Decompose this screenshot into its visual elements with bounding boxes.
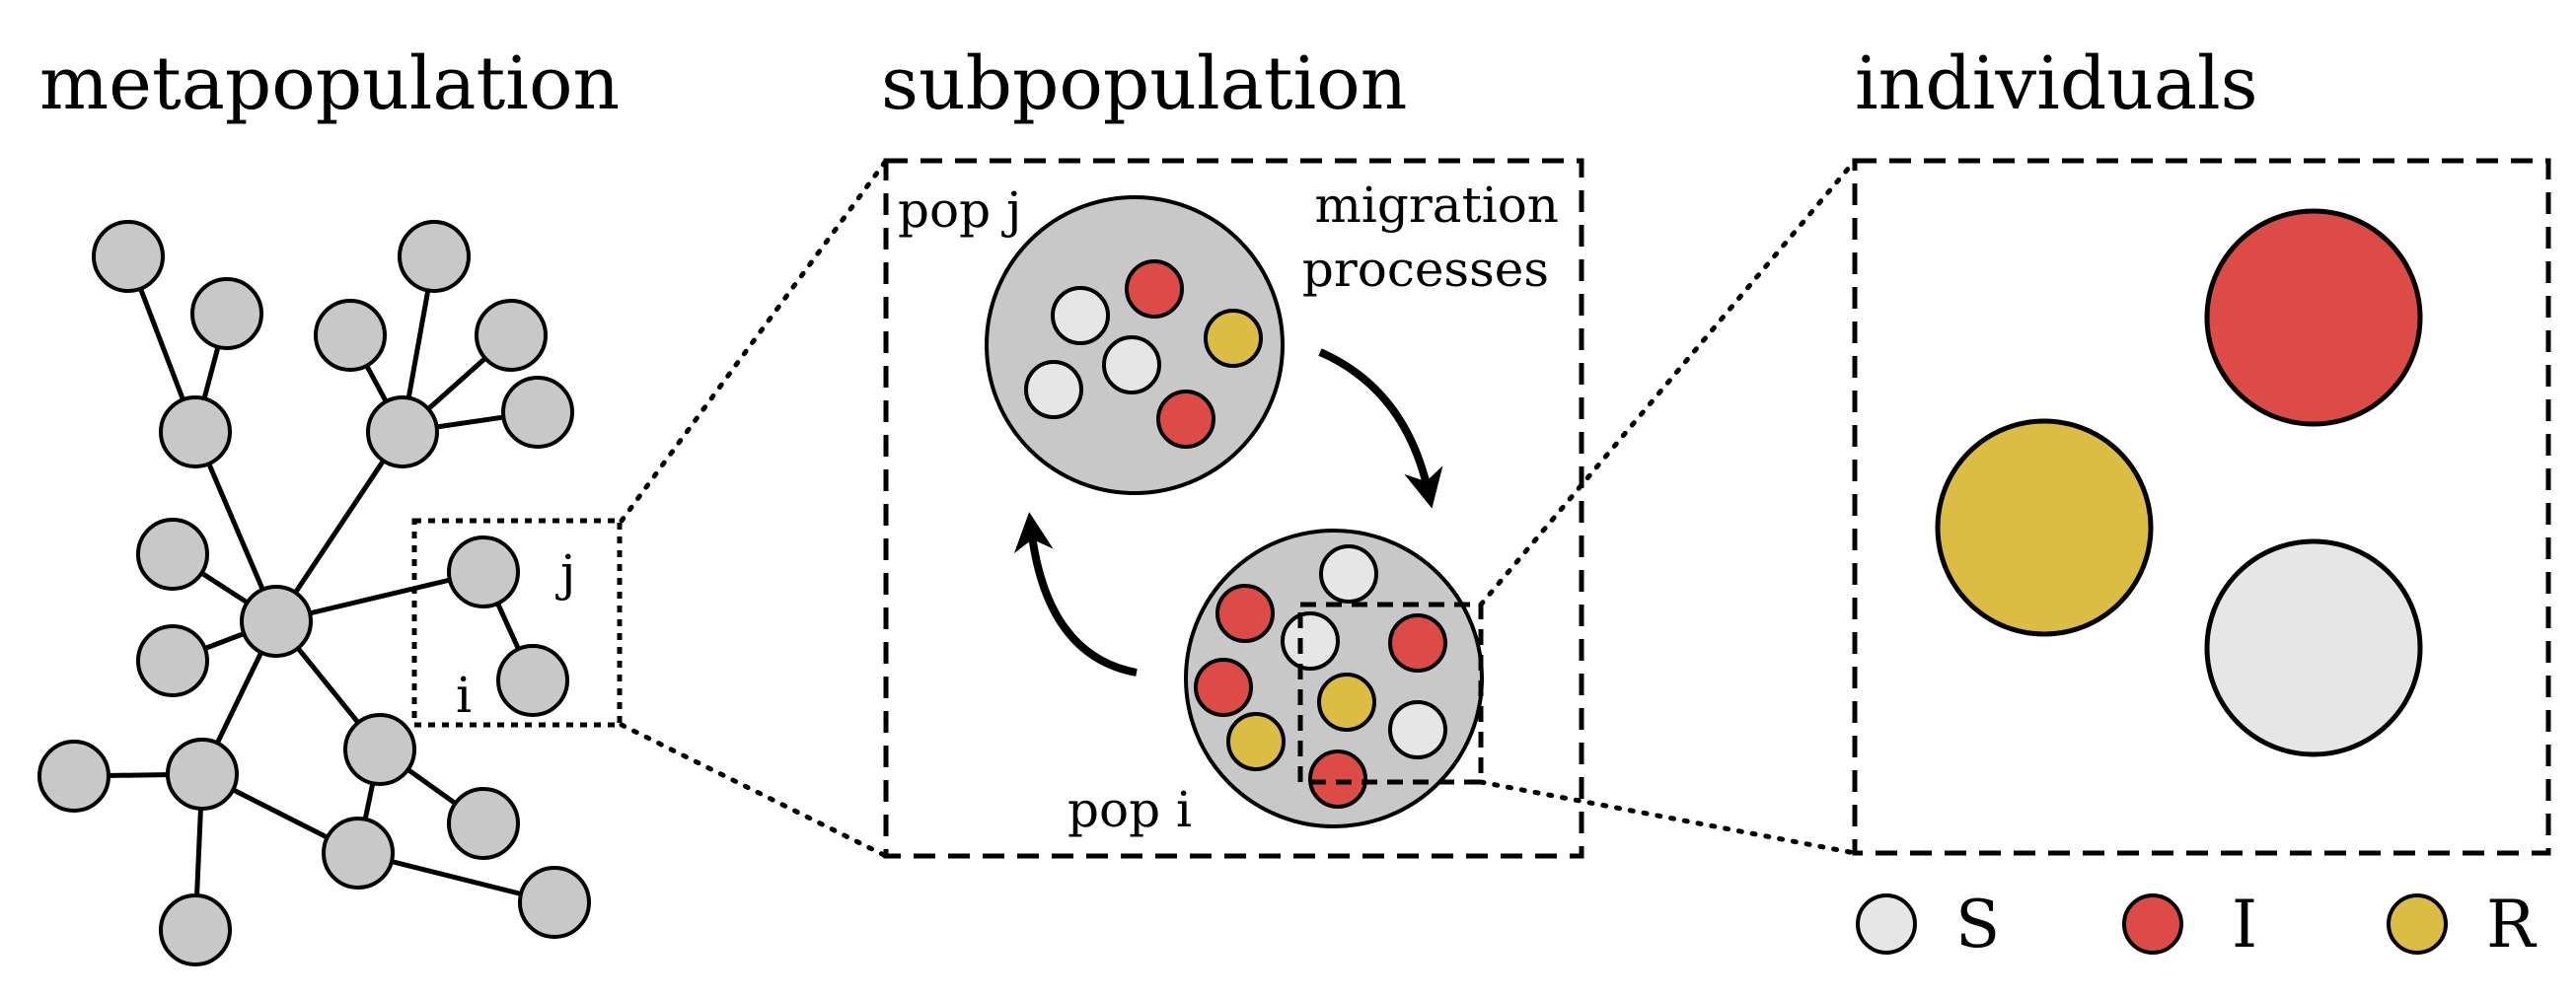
migration-arrow-j-to-i: [1318, 348, 1443, 509]
metapopulation-heading: metapopulation: [39, 41, 620, 126]
large-individual-infected: [2204, 208, 2423, 427]
migration-arrow-i-to-j: [1013, 512, 1138, 677]
legend-label-r: R: [2486, 887, 2538, 963]
network-node: [159, 893, 232, 966]
node-j-label: j: [555, 544, 576, 602]
network-node: [136, 518, 209, 591]
individual-infected: [1156, 390, 1215, 449]
migration-label-line1: migration: [1314, 177, 1559, 234]
network-node-j: [447, 535, 520, 608]
individual-susceptible: [1388, 700, 1447, 759]
network-node: [159, 395, 232, 468]
network-node: [366, 395, 439, 468]
individuals-frame: [1852, 158, 2551, 856]
network-node: [475, 299, 548, 372]
individual-susceptible: [1024, 360, 1083, 419]
individual-susceptible: [1281, 611, 1340, 671]
legend-swatch-susceptible: [1856, 893, 1917, 955]
individual-infected: [1125, 259, 1184, 319]
migration-label-line2: processes: [1302, 241, 1549, 298]
individual-susceptible: [1319, 544, 1378, 604]
network-edge: [273, 430, 405, 623]
network-node: [136, 624, 209, 697]
network-node: [501, 376, 574, 449]
legend-label-i: I: [2232, 887, 2257, 963]
network-node: [518, 866, 591, 939]
network-nodes: [37, 220, 591, 966]
large-individual-recovered: [1935, 418, 2154, 637]
network-node: [166, 738, 239, 811]
individual-recovered: [1226, 712, 1286, 771]
subpopulation-frame: [883, 158, 1584, 859]
zoom-connector: [1478, 158, 1858, 607]
node-i-label: i: [456, 667, 472, 724]
network: j i: [37, 220, 623, 966]
network-node: [322, 817, 395, 890]
legend-label-s: S: [1955, 887, 2000, 963]
zoom-connector: [619, 158, 889, 524]
network-node: [447, 787, 520, 860]
individuals-heading: individuals: [1855, 41, 2258, 126]
legend: S I R: [1856, 887, 2538, 963]
individuals-panel: [1852, 158, 2551, 856]
network-node: [398, 220, 471, 293]
subpopulation-panel: pop j migration processes pop i: [883, 158, 1584, 859]
individual-infected: [1194, 658, 1253, 717]
network-node: [314, 299, 387, 372]
network-node: [37, 740, 110, 813]
network-node: [92, 220, 165, 293]
pop-i-zoom-box: [1297, 602, 1484, 785]
pop-i-label: pop i: [1067, 781, 1192, 838]
individual-recovered: [1204, 309, 1263, 368]
legend-item-r: R: [2387, 887, 2538, 963]
individual-infected: [1388, 613, 1447, 673]
zoom-connector: [619, 722, 889, 859]
network-zoom-box: [411, 518, 623, 728]
legend-item-i: I: [2122, 887, 2257, 963]
legend-item-s: S: [1856, 887, 2000, 963]
individual-infected: [1308, 749, 1367, 809]
large-individual-susceptible: [2204, 538, 2423, 757]
individual-susceptible: [1102, 335, 1161, 394]
individual-susceptible: [1051, 286, 1110, 345]
network-node: [240, 585, 313, 658]
network-node-i: [496, 644, 569, 717]
zoom-connector: [1478, 779, 1858, 856]
individual-recovered: [1317, 673, 1376, 732]
network-node: [343, 713, 416, 786]
legend-swatch-recovered: [2387, 893, 2448, 955]
individual-infected: [1215, 584, 1275, 643]
legend-swatch-infected: [2122, 893, 2183, 955]
network-node: [190, 277, 263, 350]
pop-j-label: pop j: [898, 181, 1022, 239]
subpopulation-heading: subpopulation: [881, 41, 1407, 126]
